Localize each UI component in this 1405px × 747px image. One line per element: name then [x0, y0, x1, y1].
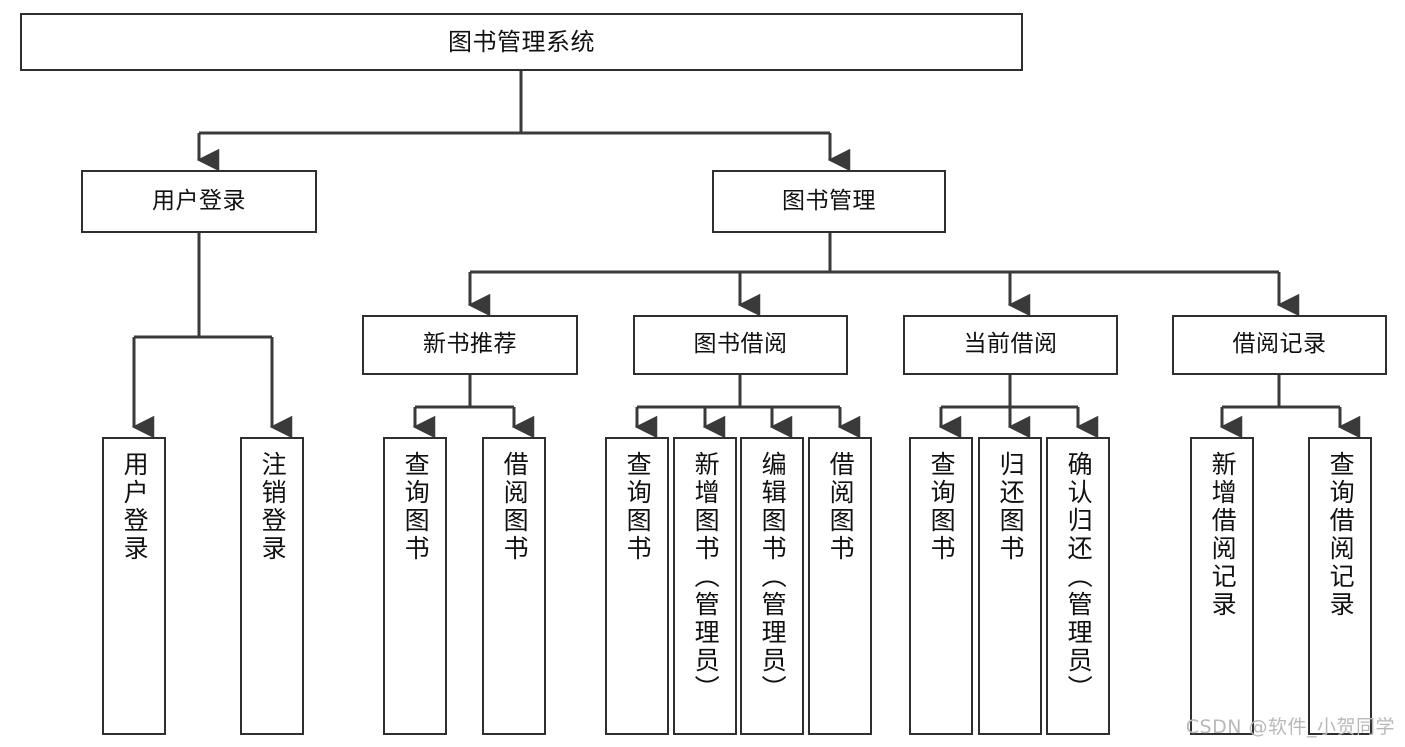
node-borrow-record-label: 借阅记录 [1232, 331, 1327, 358]
node-leaf-query-book-1[interactable]: 查询图书 [383, 437, 447, 735]
node-leaf-borrow-book-1-label: 借阅图书 [500, 451, 530, 563]
node-leaf-query-book-2[interactable]: 查询图书 [605, 437, 669, 735]
node-current-borrow[interactable]: 当前借阅 [903, 315, 1118, 375]
node-leaf-borrow-book-2[interactable]: 借阅图书 [808, 437, 872, 735]
node-book-manage[interactable]: 图书管理 [712, 170, 946, 233]
node-user-login-label: 用户登录 [152, 187, 246, 214]
node-leaf-query-book-3[interactable]: 查询图书 [909, 437, 973, 735]
node-leaf-borrow-book-2-label: 借阅图书 [826, 451, 856, 563]
csdn-watermark: CSDN @软件_小贺同学 [1185, 716, 1395, 738]
node-leaf-query-book-2-label: 查询图书 [623, 451, 653, 563]
node-user-login[interactable]: 用户登录 [81, 170, 317, 233]
node-leaf-confirm-return-label: 确认归还（管理员） [1064, 451, 1094, 703]
node-leaf-query-record[interactable]: 查询借阅记录 [1308, 437, 1372, 735]
node-leaf-logout-label: 注销登录 [258, 451, 288, 563]
node-root[interactable]: 图书管理系统 [20, 13, 1023, 71]
node-new-book-rec-label: 新书推荐 [423, 331, 517, 358]
node-leaf-edit-book-label: 编辑图书（管理员） [758, 451, 788, 703]
node-book-manage-label: 图书管理 [782, 187, 876, 214]
node-leaf-return-book-label: 归还图书 [996, 451, 1026, 563]
node-leaf-query-book-1-label: 查询图书 [401, 451, 431, 563]
node-leaf-confirm-return[interactable]: 确认归还（管理员） [1046, 437, 1110, 735]
node-leaf-query-record-label: 查询借阅记录 [1326, 451, 1356, 619]
node-leaf-return-book[interactable]: 归还图书 [978, 437, 1042, 735]
node-current-borrow-label: 当前借阅 [963, 331, 1058, 358]
node-leaf-add-record-label: 新增借阅记录 [1208, 451, 1238, 619]
node-leaf-logout[interactable]: 注销登录 [240, 437, 304, 735]
node-leaf-add-book-label: 新增图书（管理员） [691, 451, 721, 703]
node-leaf-add-record[interactable]: 新增借阅记录 [1190, 437, 1254, 735]
node-new-book-rec[interactable]: 新书推荐 [362, 315, 578, 375]
node-root-label: 图书管理系统 [448, 27, 595, 56]
node-leaf-user-login-label: 用户登录 [120, 451, 150, 563]
node-book-borrow-label: 图书借阅 [693, 331, 788, 358]
node-leaf-query-book-3-label: 查询图书 [927, 451, 957, 563]
node-borrow-record[interactable]: 借阅记录 [1172, 315, 1387, 375]
node-leaf-borrow-book-1[interactable]: 借阅图书 [482, 437, 546, 735]
node-book-borrow[interactable]: 图书借阅 [633, 315, 848, 375]
node-leaf-edit-book[interactable]: 编辑图书（管理员） [740, 437, 804, 735]
node-leaf-user-login[interactable]: 用户登录 [102, 437, 166, 735]
node-leaf-add-book[interactable]: 新增图书（管理员） [673, 437, 737, 735]
